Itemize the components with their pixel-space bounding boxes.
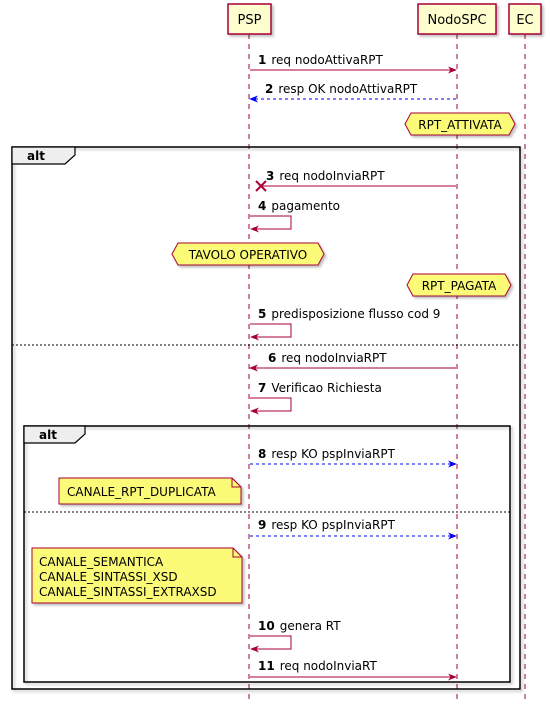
message-7-arrow	[250, 397, 292, 415]
message-1: 1 req nodoAttivaRPT	[250, 53, 457, 74]
message-5-label: predisposizione flusso cod 9	[271, 307, 440, 321]
message-3: 3 req nodoInviaRPT	[255, 169, 456, 192]
message-8-number: 8	[258, 447, 266, 461]
message-4-label: pagamento	[271, 199, 340, 213]
message-1-number: 1	[258, 53, 266, 67]
state-rpt-attivata: RPT_ATTIVATA	[404, 112, 516, 136]
participant-ec-label: EC	[516, 13, 533, 28]
note-canale-rpt-duplicata: CANALE_RPT_DUPLICATA	[58, 477, 242, 505]
message-5-number: 5	[258, 307, 266, 321]
message-3-number: 3	[266, 169, 274, 183]
message-6: 6 req nodoInviaRPT	[249, 351, 456, 372]
lost-message-x-icon	[255, 180, 267, 192]
participant-nodospc: NodoSPC	[417, 3, 497, 35]
message-10-arrow	[250, 635, 292, 653]
message-7-number: 7	[258, 381, 266, 395]
state-tavolo-operativo-label: TAVOLO OPERATIVO	[188, 248, 308, 262]
message-4: 4 pagamento	[250, 199, 340, 233]
message-9: 9 resp KO pspInviaRPT	[250, 518, 457, 540]
message-6-number: 6	[268, 351, 276, 365]
message-4-arrow	[250, 215, 292, 233]
participant-nodospc-label: NodoSPC	[427, 13, 486, 28]
note-canale-rpt-duplicata-text: CANALE_RPT_DUPLICATA	[67, 485, 216, 499]
message-4-number: 4	[258, 199, 266, 213]
note-line-canale-sintassi-xsd: CANALE_SINTASSI_XSD	[39, 570, 178, 584]
message-6-label: req nodoInviaRPT	[281, 351, 387, 365]
fragment-alt-inner: alt	[23, 425, 511, 683]
state-rpt-pagata: RPT_PAGATA	[406, 273, 512, 297]
fragment-alt-inner-keyword: alt	[39, 428, 57, 442]
participant-psp: PSP	[227, 3, 272, 35]
participant-ec: EC	[508, 3, 542, 35]
note-canale-errors: CANALE_SEMANTICA CANALE_SINTASSI_XSD CAN…	[31, 547, 243, 604]
state-rpt-attivata-label: RPT_ATTIVATA	[418, 118, 502, 132]
state-tavolo-operativo: TAVOLO OPERATIVO	[171, 242, 325, 266]
message-9-number: 9	[258, 518, 266, 532]
message-8: 8 resp KO pspInviaRPT	[250, 447, 457, 468]
message-11-number: 11	[258, 659, 275, 673]
message-11: 11 req nodoInviaRT	[250, 659, 457, 681]
note-line-canale-semantica: CANALE_SEMANTICA	[39, 555, 164, 569]
message-3-label: req nodoInviaRPT	[279, 169, 385, 183]
message-10: 10 genera RT	[250, 619, 341, 653]
message-10-number: 10	[258, 619, 275, 633]
message-9-label: resp KO pspInviaRPT	[271, 518, 395, 532]
state-rpt-pagata-label: RPT_PAGATA	[422, 279, 497, 293]
message-2-label: resp OK nodoAttivaRPT	[278, 82, 418, 96]
fragment-alt-outer: alt	[11, 146, 521, 690]
participant-psp-label: PSP	[238, 13, 262, 28]
message-5-arrow	[250, 323, 292, 341]
message-2-number: 2	[265, 82, 273, 96]
message-7-label: Verificao Richiesta	[271, 381, 382, 395]
message-2: 2 resp OK nodoAttivaRPT	[249, 82, 456, 103]
note-line-canale-sintassi-extraxsd: CANALE_SINTASSI_EXTRAXSD	[39, 585, 217, 599]
message-8-label: resp KO pspInviaRPT	[271, 447, 395, 461]
message-7: 7 Verificao Richiesta	[250, 381, 382, 415]
message-5: 5 predisposizione flusso cod 9	[250, 307, 440, 341]
message-11-label: req nodoInviaRT	[280, 659, 378, 673]
message-10-label: genera RT	[280, 619, 342, 633]
message-1-label: req nodoAttivaRPT	[271, 53, 383, 67]
fragment-alt-outer-keyword: alt	[27, 149, 45, 163]
